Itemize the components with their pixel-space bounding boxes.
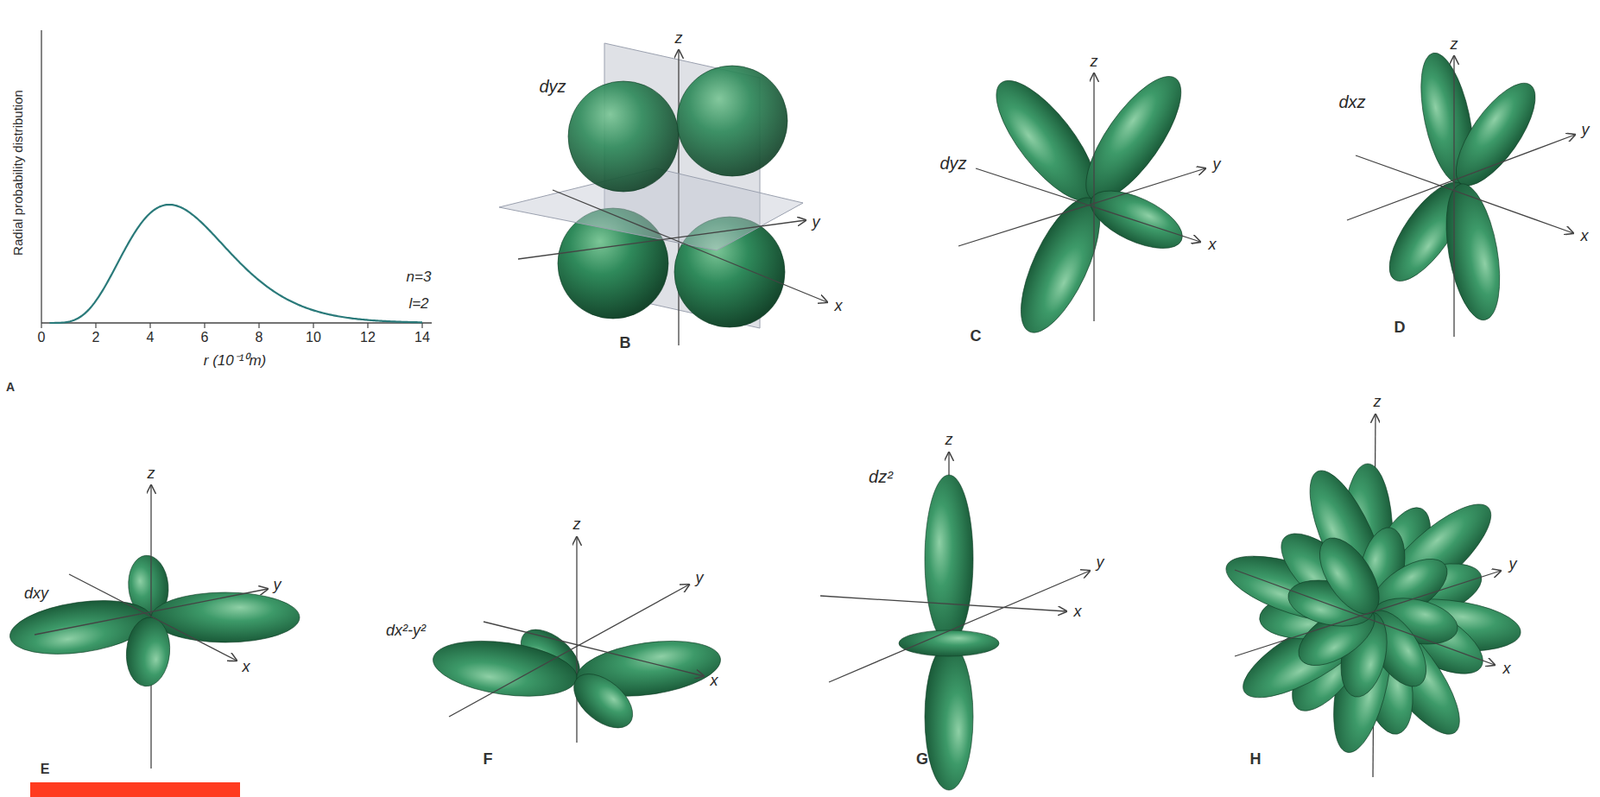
axis-letter: x [1503,660,1512,678]
orbital-lobe [123,615,173,689]
tick-label: 6 [201,329,209,346]
axis-letter: z [675,30,684,48]
axis-letter: y [695,569,704,588]
axis-line [1355,155,1574,234]
panel-letter: F [483,751,494,769]
axis-label: r (10⁻¹⁰m) [203,353,266,370]
radial-chart [41,30,432,329]
axis-line [34,588,268,635]
axis-letter: y [1509,556,1518,574]
orbital-lobe [563,663,643,739]
axis-line [1347,134,1575,221]
tick-mark [366,322,368,329]
orbital-dz2 [820,452,1090,791]
axis-line [958,168,1206,247]
orbital-label: dz² [868,467,893,487]
axis-line [1093,73,1095,322]
axis-line [1234,570,1501,657]
orbital-dx2-y2 [429,537,724,743]
axis-letter: z [1373,393,1382,412]
distribution-curve [49,204,423,323]
panel-letter: A [6,380,15,394]
axis-line [975,168,1201,242]
axis-line [552,189,828,303]
tick-label: 10 [305,329,322,346]
axis-letter: y [812,214,821,232]
x-axis [41,322,432,323]
tick-label: 14 [414,329,431,346]
orbital-lobe [924,643,974,791]
tick-label: 2 [92,329,101,346]
axis-line [518,220,806,260]
orbital-lobe [924,474,974,644]
orbital-lobe [1436,179,1509,324]
orbital-dxz [1347,48,1575,337]
tick-label: 8 [255,329,264,346]
axis-letter: y [1096,554,1105,572]
panel-letter: G [916,751,929,769]
axis-line [828,570,1090,683]
axis-letter: x [1074,603,1082,621]
quantum-number: n=3 [406,269,432,286]
tick-mark [312,322,314,329]
axis-letter: x [242,658,251,677]
orbital-dxy [6,485,300,769]
axis-letter: y [1213,156,1221,174]
tick-mark [94,322,96,329]
axis-line [1234,569,1495,665]
axis-line [575,537,577,743]
orbital-label: dxy [24,585,49,603]
quantum-number: l=2 [408,296,429,313]
tick-label: 4 [146,329,155,346]
axis-letter: x [1581,227,1589,246]
axis-letter: z [573,516,582,534]
axis-letter: x [834,297,843,316]
axis-letter: y [1581,121,1590,140]
panel-letter: B [619,335,632,353]
tick-mark [421,322,423,329]
tick-mark [258,322,260,329]
tick-label: 12 [360,329,376,346]
panel-letter: D [1394,319,1406,337]
panel-letter: H [1250,751,1262,769]
orbital-dyz [958,63,1206,343]
orbital-label: dxz [1338,92,1366,112]
orbital-torus [898,630,1000,657]
axis-line [69,574,237,661]
orbital-lobe [676,65,788,177]
orbital-lobe [1081,178,1190,260]
axis-line [820,595,1067,612]
red-bar [30,782,241,797]
tick-mark [149,322,151,329]
axis-letter: z [945,431,954,450]
tick-label: 0 [37,329,46,346]
orbital-lobe [429,632,581,705]
axis-letter: y [273,576,282,595]
orbital-lobe [151,592,300,643]
axis-line [449,584,690,717]
panel-letter: E [40,761,51,778]
orbital-label: dyz [939,153,967,173]
axis-letter: z [1450,36,1459,54]
axis-letter: z [1090,53,1099,71]
orbital-lobe [568,81,679,192]
orbital-dyz-planes [499,43,828,346]
axis-letter: x [710,672,719,690]
axis-line [1453,56,1455,337]
orbital-label: dx²-y² [385,622,426,640]
tick-mark [203,322,205,329]
axis-line [483,621,704,677]
orbital-superposition [1218,414,1524,778]
y-axis [40,30,42,323]
axis-letter: x [1208,236,1217,254]
tick-mark [40,322,42,329]
panel-letter: C [970,328,982,346]
axis-title: Radial probability distribution [11,89,26,256]
orbital-label: dyz [538,76,566,96]
axis-letter: z [147,465,156,483]
